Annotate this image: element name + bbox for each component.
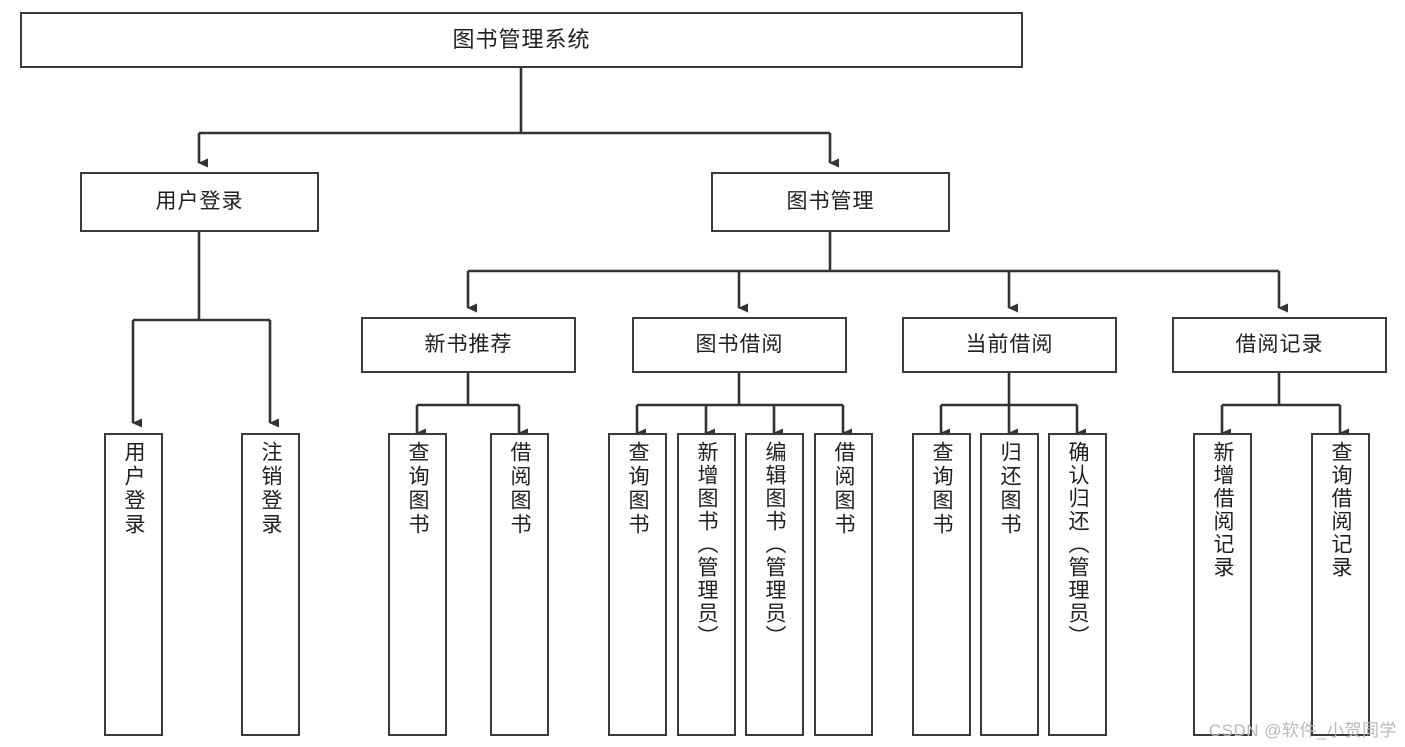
node-book-borrow-label: 图书借阅: [695, 332, 784, 356]
node-new-book-recommend[interactable]: 新书推荐: [361, 317, 576, 373]
node-leaf-book-borrow-query-label: 查询图书: [626, 441, 649, 537]
node-current-borrow[interactable]: 当前借阅: [902, 317, 1117, 373]
node-root-system-label: 图书管理系统: [452, 27, 591, 53]
node-leaf-book-borrow-edit-label: 编辑图书（管理员）: [763, 441, 786, 648]
node-leaf-current-borrow-confirm[interactable]: 确认归还（管理员）: [1048, 433, 1107, 736]
watermark-text: CSDN @软件_小贺同学: [1208, 721, 1397, 740]
node-book-management-label: 图书管理: [786, 189, 875, 213]
node-leaf-current-borrow-confirm-label: 确认归还（管理员）: [1066, 441, 1089, 648]
node-leaf-book-borrow-query[interactable]: 查询图书: [608, 433, 667, 736]
node-leaf-borrow-record-query[interactable]: 查询借阅记录: [1311, 433, 1370, 736]
node-leaf-user-login-signin[interactable]: 用户登录: [104, 433, 163, 736]
node-leaf-user-login-signin-label: 用户登录: [122, 441, 145, 537]
node-borrow-record-label: 借阅记录: [1235, 332, 1324, 356]
node-leaf-book-borrow-add-label: 新增图书（管理员）: [695, 441, 718, 648]
node-new-book-recommend-label: 新书推荐: [424, 332, 513, 356]
node-leaf-new-book-query[interactable]: 查询图书: [388, 433, 447, 736]
node-borrow-record[interactable]: 借阅记录: [1172, 317, 1387, 373]
node-leaf-new-book-borrow-label: 借阅图书: [508, 441, 531, 537]
node-user-login-label: 用户登录: [155, 189, 244, 213]
node-leaf-user-login-signout[interactable]: 注销登录: [241, 433, 300, 736]
node-leaf-book-borrow-add[interactable]: 新增图书（管理员）: [677, 433, 736, 736]
node-leaf-current-borrow-return-label: 归还图书: [998, 441, 1021, 537]
node-root-system[interactable]: 图书管理系统: [20, 12, 1023, 68]
node-leaf-user-login-signout-label: 注销登录: [259, 441, 282, 537]
node-leaf-borrow-record-query-label: 查询借阅记录: [1329, 441, 1352, 579]
node-user-login[interactable]: 用户登录: [80, 172, 319, 232]
node-leaf-book-borrow-borrow[interactable]: 借阅图书: [814, 433, 873, 736]
node-leaf-current-borrow-return[interactable]: 归还图书: [980, 433, 1039, 736]
node-leaf-borrow-record-add[interactable]: 新增借阅记录: [1193, 433, 1252, 736]
node-leaf-new-book-borrow[interactable]: 借阅图书: [490, 433, 549, 736]
node-leaf-book-borrow-borrow-label: 借阅图书: [832, 441, 855, 537]
node-book-borrow[interactable]: 图书借阅: [632, 317, 847, 373]
node-leaf-current-borrow-query[interactable]: 查询图书: [912, 433, 971, 736]
node-leaf-current-borrow-query-label: 查询图书: [930, 441, 953, 537]
node-leaf-book-borrow-edit[interactable]: 编辑图书（管理员）: [745, 433, 804, 736]
node-current-borrow-label: 当前借阅: [965, 332, 1054, 356]
node-leaf-borrow-record-add-label: 新增借阅记录: [1211, 441, 1234, 579]
node-book-management[interactable]: 图书管理: [711, 172, 950, 232]
node-leaf-new-book-query-label: 查询图书: [406, 441, 429, 537]
